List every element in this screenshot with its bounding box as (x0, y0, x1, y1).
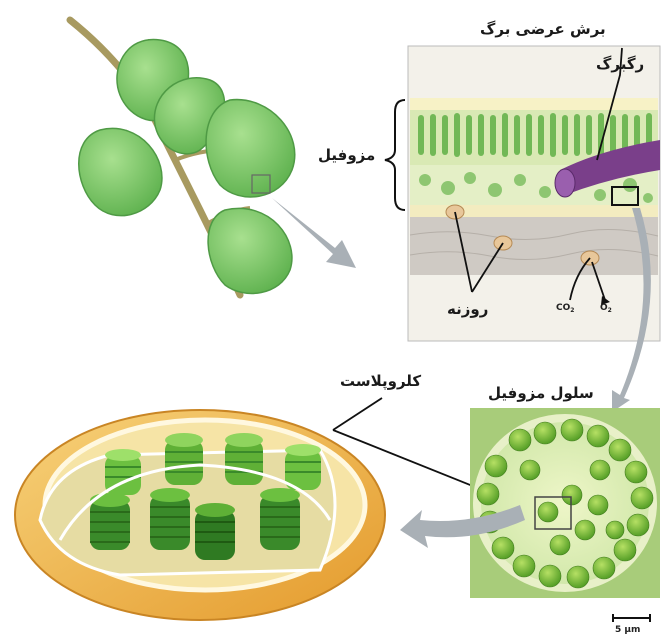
mesophyll-brace (385, 100, 405, 210)
mesophyll-label: مزوفیل (318, 146, 375, 164)
co2-label: CO2 (556, 303, 574, 314)
o2-subscript: 2 (608, 307, 612, 314)
leaf (206, 100, 295, 197)
scale-bar-label: 5 µm (615, 625, 640, 635)
cross-section-title: برش عرضی برگ (480, 20, 606, 38)
o2-label: O2 (600, 303, 612, 314)
vein-label: رگبرگ (596, 55, 644, 73)
leaf (208, 208, 292, 293)
chloroplast-model (15, 410, 385, 620)
co2-text: CO (556, 303, 570, 313)
chloroplast-label: کلروپلاست (340, 372, 421, 390)
leaf-branch (70, 20, 295, 295)
stomata-label: روزنه (447, 300, 488, 318)
mesophyll-cell-label: سلول مزوفیل (488, 384, 594, 402)
o2-text: O (600, 303, 608, 313)
leaf (79, 128, 162, 215)
leaf-cross-section (408, 46, 660, 341)
co2-subscript: 2 (570, 307, 574, 314)
